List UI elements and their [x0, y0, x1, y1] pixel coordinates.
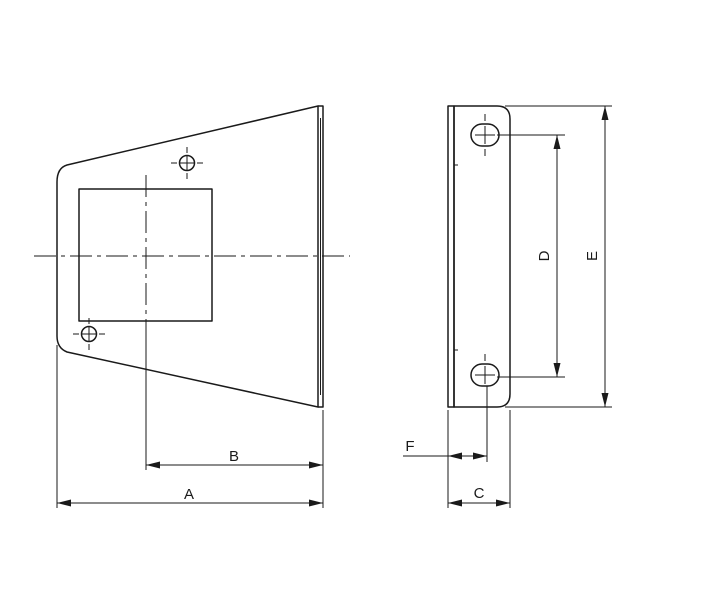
dimension-label-a: A — [184, 486, 194, 503]
slotted-hole-top — [470, 114, 500, 156]
dimension-f — [403, 452, 487, 460]
slotted-hole-bottom — [470, 354, 500, 387]
dimension-a — [57, 499, 323, 507]
mounting-hole-top — [171, 147, 203, 179]
dimension-d — [553, 135, 561, 377]
front-view: B A — [34, 105, 350, 508]
dimension-label-e: E — [584, 251, 601, 261]
dimension-label-f: F — [405, 438, 414, 455]
dimension-label-d: D — [536, 250, 553, 261]
dimension-c — [448, 499, 510, 507]
dimension-label-c: C — [474, 485, 485, 502]
dimension-b — [146, 461, 323, 469]
side-view-body — [453, 105, 511, 408]
dimension-label-b: B — [229, 448, 239, 465]
front-view-outline — [56, 105, 319, 408]
side-view: D E F C — [403, 105, 612, 508]
dimension-e — [601, 106, 609, 407]
side-view-plate — [447, 105, 455, 408]
mounting-hole-bottom — [73, 318, 105, 350]
